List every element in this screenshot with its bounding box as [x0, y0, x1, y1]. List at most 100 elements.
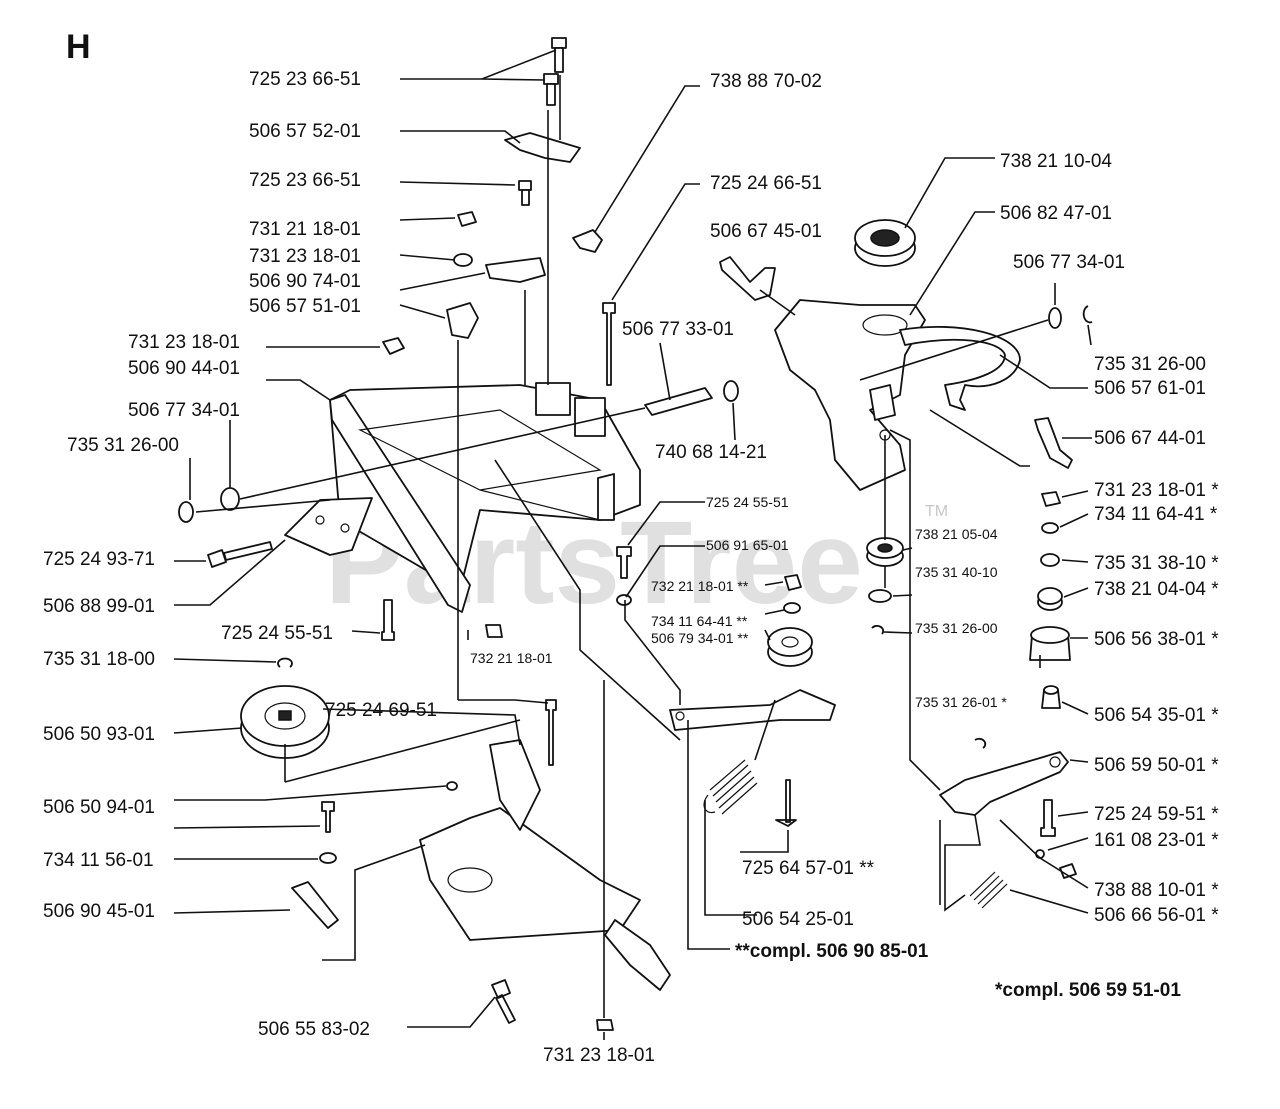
- part-number-label: 506 50 93-01: [43, 724, 155, 745]
- part-number-label: 732 21 18-01: [470, 650, 553, 666]
- part-number-label: 738 21 10-04: [1000, 151, 1112, 172]
- bracket-44-part: [1034, 417, 1073, 469]
- part-number-label: 506 56 38-01 *: [1094, 629, 1219, 650]
- part-number-label: 506 57 61-01: [1094, 378, 1206, 399]
- part-number-label: 735 31 40-10: [915, 564, 998, 580]
- washer-65-part: [616, 594, 632, 606]
- circlip-part: [277, 657, 293, 668]
- watermark-tm: TM: [925, 503, 948, 520]
- bracket-45-part: [719, 256, 776, 301]
- part-number-label: 738 88 10-01 *: [1094, 880, 1219, 901]
- part-number-label: 734 11 64-41 *: [1094, 504, 1218, 525]
- part-number-label: 735 31 26-00: [1094, 354, 1206, 375]
- part-number-label: 725 23 66-51: [249, 170, 361, 191]
- compl-note: **compl. 506 90 85-01: [735, 941, 929, 962]
- part-number-label: 506 90 74-01: [249, 271, 361, 292]
- washer-part: [723, 380, 739, 402]
- return-spring-part: [969, 871, 1008, 909]
- part-number-label: 506 59 50-01 *: [1094, 755, 1219, 776]
- part-number-label: 506 77 34-01: [128, 400, 240, 421]
- gearbox-part: [419, 739, 671, 991]
- part-number-label: 734 11 56-01: [43, 850, 154, 871]
- part-number-label: 506 54 25-01: [742, 909, 854, 930]
- bolt-83-part: [491, 979, 516, 1024]
- part-number-label: 731 23 18-01: [543, 1045, 655, 1066]
- bolt-part: [518, 37, 567, 206]
- bearing-part: [854, 219, 916, 267]
- part-number-label: 740 68 14-21: [655, 442, 767, 463]
- part-number-label: 735 31 26-00: [915, 620, 998, 636]
- part-number-label: 735 31 26-00: [67, 435, 179, 456]
- bolt-56-part: [321, 801, 335, 833]
- part-number-label: 506 67 44-01: [1094, 428, 1206, 449]
- part-number-label: 506 77 33-01: [622, 319, 734, 340]
- circlip-left-part: [178, 501, 194, 523]
- circlip-right-part: [1082, 305, 1093, 324]
- screw-57-part: [775, 779, 797, 827]
- part-number-label: 506 57 52-01: [249, 121, 361, 142]
- pulley-part: [240, 685, 330, 759]
- vertical-bolt-part: [381, 599, 395, 641]
- washer-56-part: [319, 852, 337, 864]
- part-number-label: 506 79 34-01 **: [651, 630, 749, 646]
- small-bracket-part: [446, 302, 479, 339]
- bracket-part: [284, 497, 373, 556]
- part-number-label: 506 88 99-01: [43, 596, 155, 617]
- bolt-55-part: [616, 546, 632, 579]
- part-number-label: 161 08 23-01 *: [1094, 830, 1219, 851]
- part-number-label: 725 24 69-51: [325, 700, 437, 721]
- part-number-label: 506 55 83-02: [258, 1019, 370, 1040]
- washer-left-part: [220, 487, 240, 511]
- part-number-label: 731 23 18-01: [128, 332, 240, 353]
- part-number-label: 506 50 94-01: [43, 797, 155, 818]
- top-bracket-part: [504, 132, 581, 163]
- part-labels: 725 23 66-51 506 57 52-01 725 23 66-51 7…: [43, 69, 1219, 1066]
- idler-arm-part: [669, 689, 836, 731]
- steering-arm-part: [939, 751, 1069, 816]
- plate-part: [485, 257, 546, 283]
- part-number-label: 725 24 66-51: [710, 173, 822, 194]
- part-number-label: 735 31 26-01 *: [915, 694, 1007, 710]
- washer-right-part: [1048, 307, 1062, 329]
- grease-nipple-part: [572, 229, 603, 253]
- part-number-label: 731 21 18-01: [249, 219, 361, 240]
- part-number-label: 506 82 47-01: [1000, 203, 1112, 224]
- part-number-label: 734 11 64-41 **: [651, 613, 748, 629]
- part-number-label: 506 90 45-01: [43, 901, 155, 922]
- long-bolt-part: [602, 302, 616, 386]
- part-number-label: 725 24 55-51: [706, 494, 789, 510]
- part-number-label: 725 24 93-71: [43, 549, 155, 570]
- part-number-label: 725 64 57-01 **: [742, 858, 875, 879]
- leader-lines: [173, 49, 1092, 1040]
- compl-note: *compl. 506 59 51-01: [995, 980, 1181, 1001]
- part-number-label: 506 66 56-01 *: [1094, 905, 1219, 926]
- part-number-label: 506 67 45-01: [710, 221, 822, 242]
- ring-part: [446, 781, 458, 791]
- section-letter: H: [66, 28, 91, 66]
- housing-part: [774, 299, 1021, 491]
- ball-part: [1035, 849, 1045, 859]
- part-number-label: 506 77 34-01: [1013, 252, 1125, 273]
- nut-part: [382, 211, 614, 1031]
- idler-pulley-part: [767, 574, 813, 667]
- side-bolt-part: [207, 541, 273, 568]
- plate-45-part: [291, 881, 339, 929]
- circlip-arm-part: [974, 737, 987, 749]
- part-number-label: 738 21 05-04: [915, 526, 998, 542]
- part-number-label: 738 88 70-02: [710, 71, 822, 92]
- part-number-label: 506 91 65-01: [706, 537, 789, 553]
- fitting-part: [1059, 863, 1077, 879]
- pin-part: [644, 387, 713, 416]
- part-number-label: 738 21 04-04 *: [1094, 579, 1219, 600]
- bolt-69-part: [545, 699, 557, 766]
- part-number-label: 506 54 35-01 *: [1094, 705, 1219, 726]
- part-number-label: 735 31 18-00: [43, 649, 155, 670]
- part-number-label: 725 24 55-51: [221, 623, 333, 644]
- part-number-label: 732 21 18-01 **: [651, 578, 749, 594]
- part-number-label: 731 23 18-01: [249, 246, 361, 267]
- part-number-label: 506 57 51-01: [249, 296, 361, 317]
- bearing-stack-part: [866, 537, 904, 635]
- part-number-label: 725 23 66-51: [249, 69, 361, 90]
- part-number-label: 735 31 38-10 *: [1094, 553, 1219, 574]
